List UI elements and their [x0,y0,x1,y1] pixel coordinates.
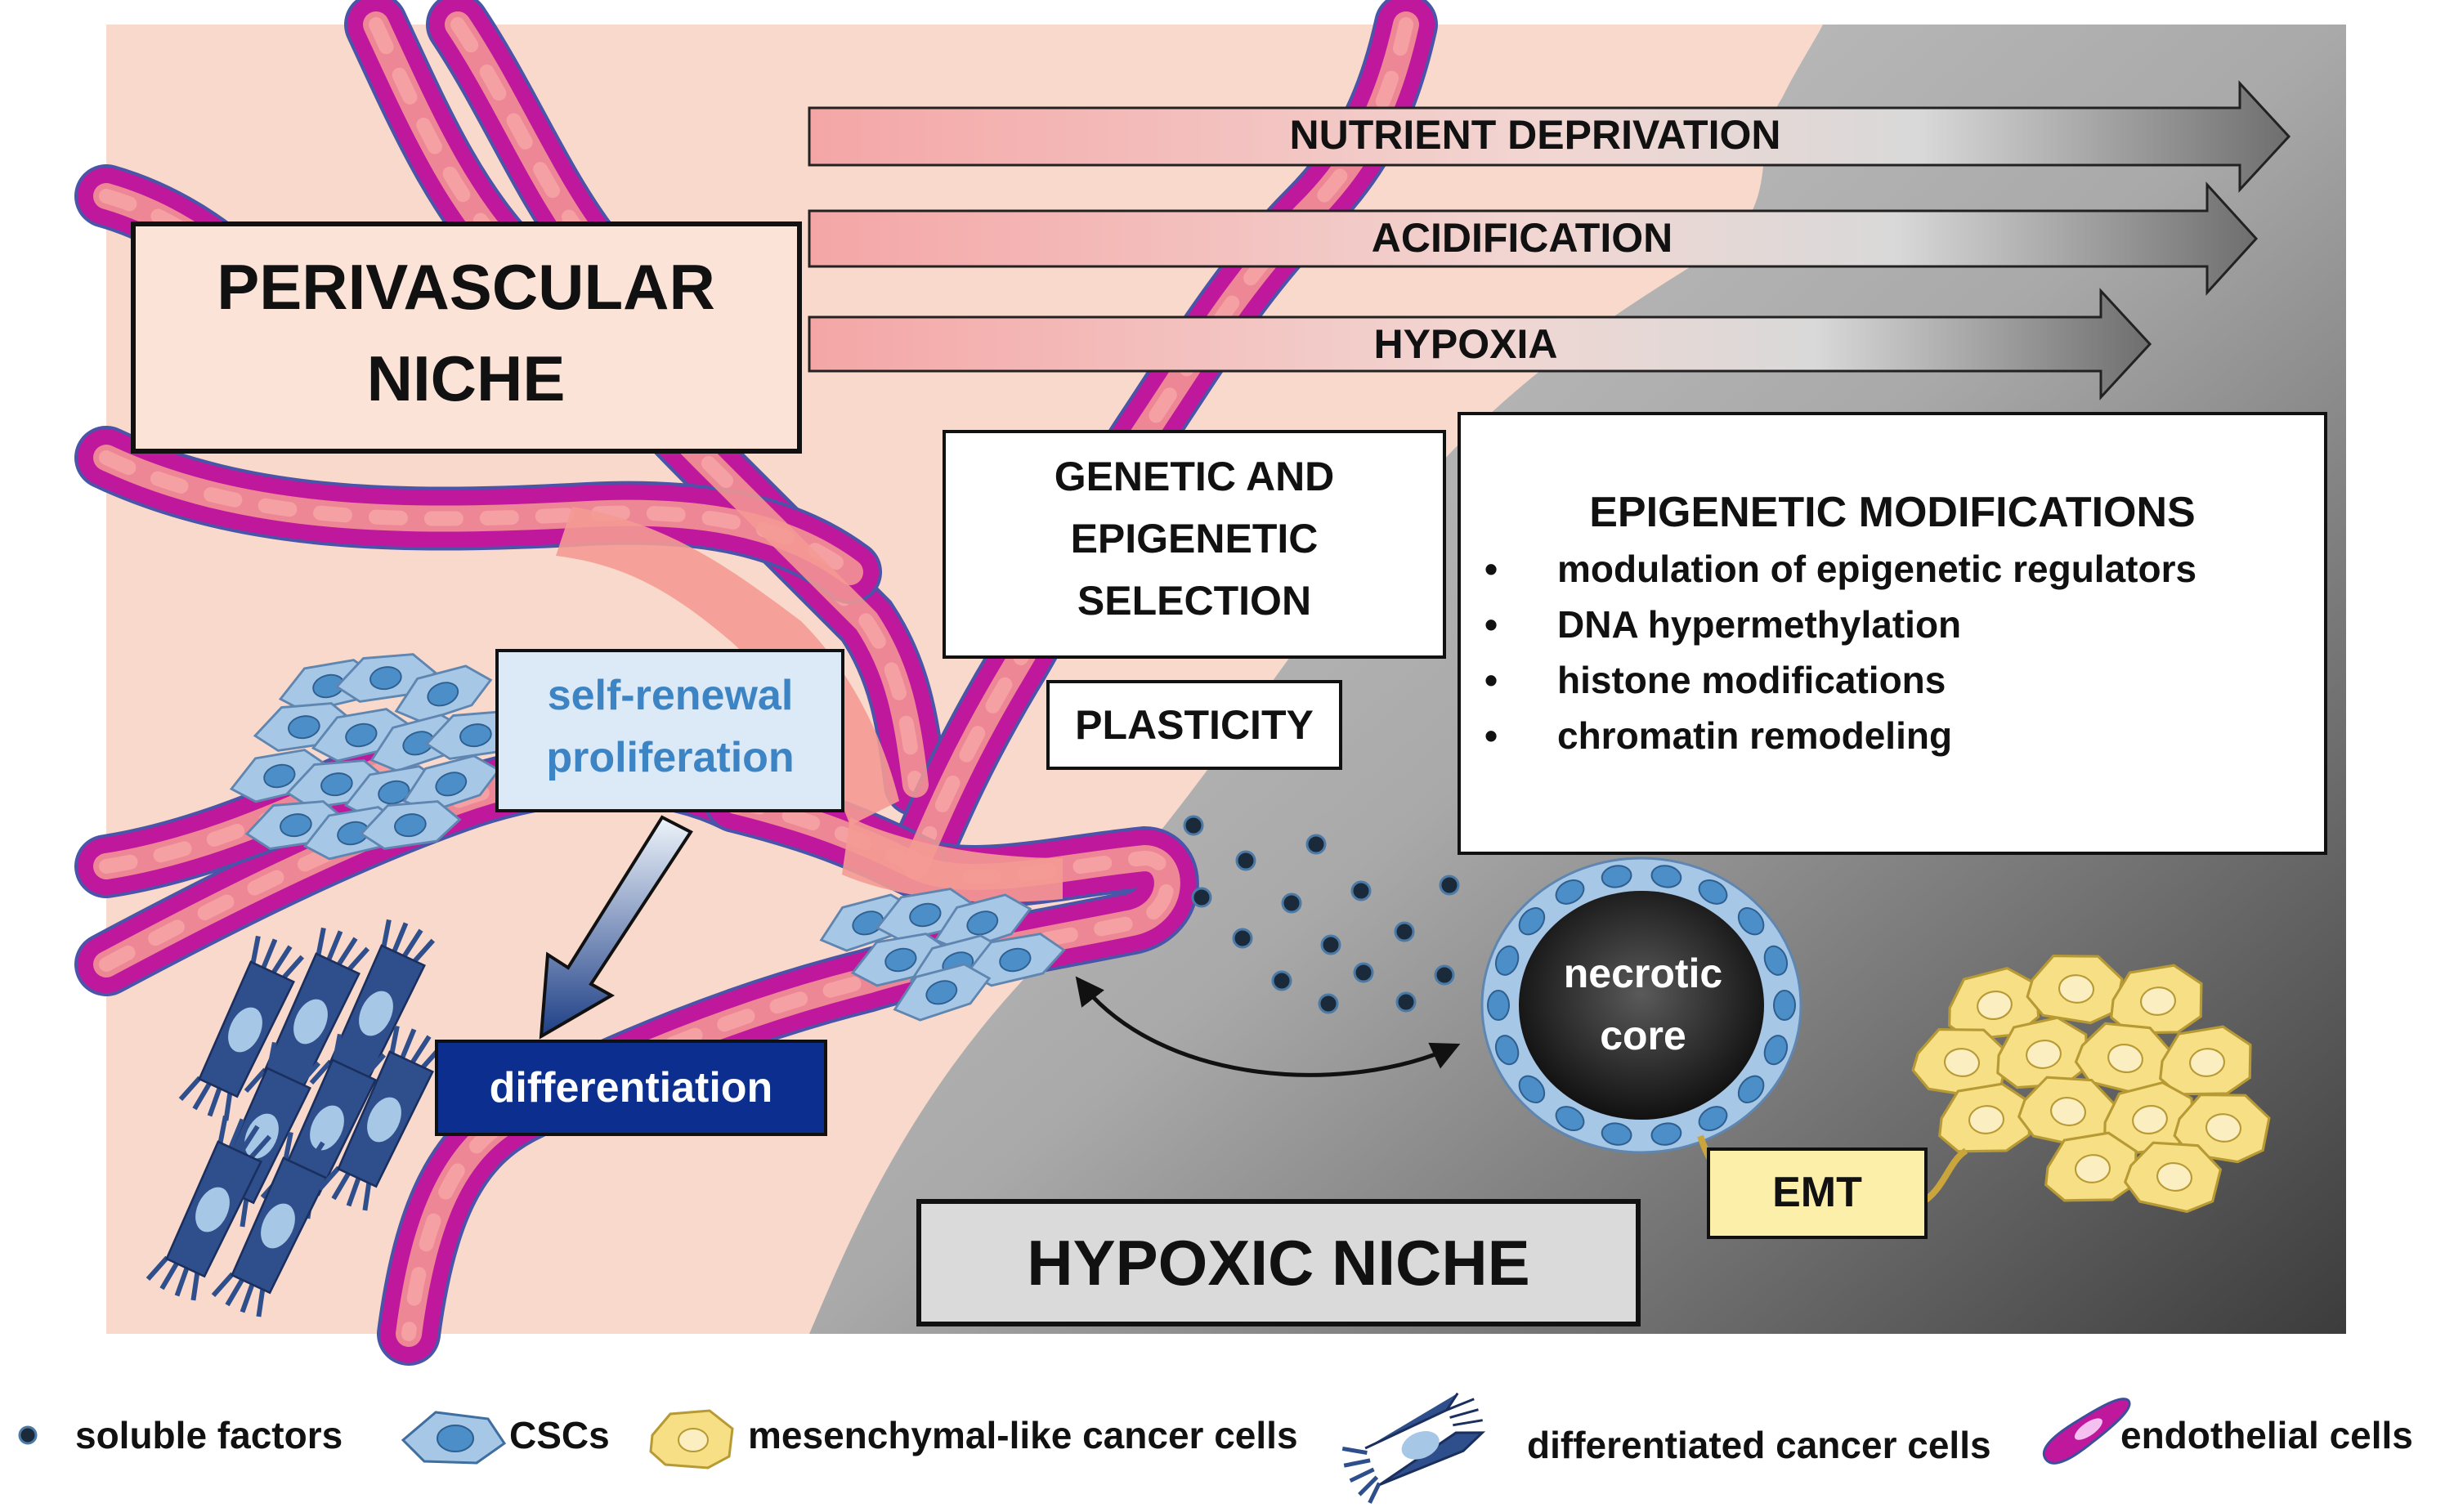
legend: soluble factors CSCs mesenchymal-like ca… [18,1392,2413,1504]
nutrient-deprivation-arrow: NUTRIENT DEPRIVATION [808,80,2291,193]
soluble-factor-dot [1395,991,1417,1013]
epigenetic-bullet: • [1484,714,1498,757]
differentiation-arrow [539,815,693,1040]
mesenchymal-cell [2123,1141,2223,1214]
hypoxic-niche-label: HYPOXIC NICHE [1027,1227,1529,1299]
differentiated-cell [146,1115,272,1301]
selection-line3: SELECTION [1077,578,1311,624]
csc-cell [402,754,501,813]
soluble-factor-dot [1271,970,1292,991]
epigenetic-bullet: • [1484,603,1498,646]
differentiated-cell-icon [1341,1392,1486,1504]
differentiation-box: differentiation [435,1040,827,1136]
soluble-factor-dot [1318,993,1339,1014]
hypoxic-niche-box: HYPOXIC NICHE [916,1199,1641,1326]
mesenchymal-cell [2110,964,2203,1035]
epigenetic-item: DNA hypermethylation [1557,603,1961,646]
selection-line1: GENETIC AND [1055,454,1335,499]
soluble-factor-dot [1281,892,1302,914]
perivascular-title-line2: NICHE [367,342,566,414]
soluble-factor-dot [1353,962,1374,983]
nutrient-deprivation-label: NUTRIENT DEPRIVATION [1290,112,1781,158]
proliferation-label: proliferation [546,734,794,781]
self-renewal-box: self-renewal proliferation [495,649,844,812]
hypoxia-label: HYPOXIA [1373,321,1557,367]
epigenetic-item: chromatin remodeling [1557,714,1952,757]
soluble-factor-dot [1232,928,1253,949]
differentiated-cell [211,1131,338,1317]
perivascular-niche-box: PERIVASCULAR NICHE [131,221,802,454]
epigenetic-bullet: • [1484,659,1498,701]
endothelial-cell-icon [2043,1398,2131,1465]
hypoxia-arrow: HYPOXIA [808,288,2152,400]
csc-cluster-center [819,888,1066,1022]
legend-label: soluble factors [75,1414,343,1456]
csc-cluster-left [229,653,527,861]
mesenchymal-cell [1911,1028,2009,1098]
mesenchymal-cell [2074,1022,2174,1095]
soluble-factor-dot [1434,964,1455,986]
differentiated-cell [317,1025,444,1211]
genetic-epigenetic-selection-box: GENETIC AND EPIGENETIC SELECTION [943,430,1446,659]
emt-box: EMT [1707,1147,1928,1239]
mesenchymal-cell-cluster [1911,955,2271,1214]
epigenetic-bullet: • [1484,548,1498,590]
csc-cell [893,963,992,1022]
plasticity-label: PLASTICITY [1075,702,1314,748]
csc-cell [965,933,1066,987]
soluble-factor-dot [1183,815,1204,836]
plasticity-box: PLASTICITY [1046,680,1342,770]
legend-label: mesenchymal-like cancer cells [748,1414,1298,1456]
differentiated-cell [178,935,305,1121]
soluble-factor-dot [1320,934,1341,955]
epigenetic-item: modulation of epigenetic regulators [1557,548,2196,590]
mesenchymal-cell [2159,1025,2252,1096]
emt-label: EMT [1772,1169,1862,1216]
legend-label: endothelial cells [2120,1414,2413,1456]
acidification-arrow: ACIDIFICATION [808,181,2259,296]
soluble-factor-dot [1235,850,1256,871]
mesenchymal-cell [2044,1131,2138,1202]
soluble-factor-dot [1191,887,1212,908]
soluble-factor-dot [1305,834,1327,855]
soluble-factor-dot [1350,880,1372,901]
necrotic-core: necrotic core [1480,857,1802,1154]
soluble-factor-dot [1394,921,1415,942]
acidification-label: ACIDIFICATION [1372,215,1673,261]
emt-connector-right [1923,1147,1968,1203]
soluble-factor-dot [1439,875,1460,896]
differentiation-label: differentiation [490,1064,773,1112]
legend-label: differentiated cancer cells [1527,1424,1991,1466]
legend-label: CSCs [509,1414,610,1456]
soluble-factor-icon [18,1425,38,1445]
csc-necrotic-double-arrow [1075,976,1461,1077]
epigenetic-item: histone modifications [1557,659,1946,701]
perivascular-title-line1: PERIVASCULAR [217,251,715,323]
selection-line2: EPIGENETIC [1071,516,1319,561]
epigenetic-modifications-box: EPIGENETIC MODIFICATIONS • modulation of… [1458,412,2327,855]
epigenetic-title: EPIGENETIC MODIFICATIONS [1589,489,2196,536]
necrotic-label-line1: necrotic [1564,951,1723,996]
mesenchymal-cell-icon [649,1409,734,1470]
csc-icon [401,1411,507,1465]
self-renewal-label: self-renewal [548,672,794,719]
csc-cell [359,800,462,850]
differentiated-cell-cluster [146,919,444,1317]
necrotic-label-line2: core [1600,1013,1686,1058]
mesenchymal-cell [1938,1082,2031,1153]
csc-cell [934,893,1032,952]
